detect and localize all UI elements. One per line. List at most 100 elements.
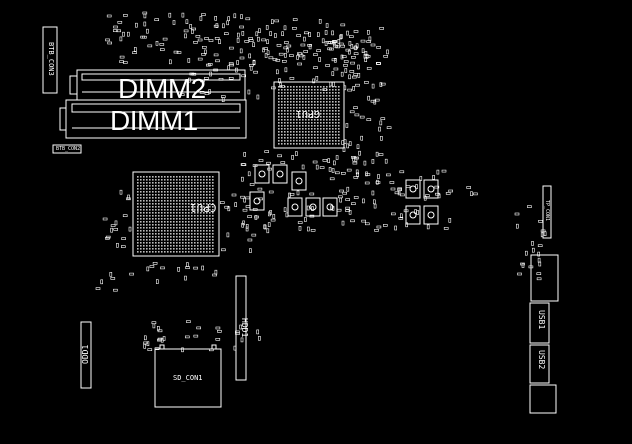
- mosfet-marker: [291, 203, 299, 211]
- bga-ball: [140, 242, 142, 244]
- bga-ball: [191, 197, 193, 199]
- bga-ball: [185, 182, 187, 184]
- bga-ball: [185, 191, 187, 193]
- bga-ball: [179, 215, 181, 217]
- passive-component: [241, 176, 244, 182]
- passive-component: [224, 205, 229, 209]
- bga-ball: [170, 242, 172, 244]
- bga-ball: [206, 206, 208, 208]
- bga-ball: [209, 233, 211, 235]
- bga-ball: [137, 218, 139, 220]
- passive-component: [105, 38, 110, 42]
- bga-ball: [209, 224, 211, 226]
- bga-ball: [188, 209, 190, 211]
- bga-ball: [296, 137, 298, 139]
- bga-ball: [143, 215, 145, 217]
- passive-component: [366, 67, 372, 70]
- bga-ball: [281, 143, 283, 145]
- passive-component: [204, 77, 209, 80]
- bga-ball: [140, 230, 142, 232]
- passive-component: [114, 220, 118, 226]
- bga-ball: [281, 95, 283, 97]
- bga-ball: [200, 227, 202, 229]
- bga-ball: [179, 197, 181, 199]
- bga-ball: [320, 101, 322, 103]
- passive-component: [324, 30, 328, 35]
- bga-ball: [140, 245, 142, 247]
- bga-ball: [335, 137, 337, 139]
- passive-component: [255, 31, 259, 37]
- bga-ball: [152, 212, 154, 214]
- bga-ball: [323, 98, 325, 100]
- passive-component: [201, 13, 206, 16]
- bga-ball: [212, 206, 214, 208]
- bga-ball: [293, 95, 295, 97]
- bga-ball: [296, 89, 298, 91]
- passive-component: [321, 38, 325, 44]
- bga-ball: [161, 230, 163, 232]
- bga-ball: [209, 182, 211, 184]
- passive-component: [374, 229, 379, 232]
- bga-ball: [278, 140, 280, 142]
- bga-ball: [203, 176, 205, 178]
- passive-component: [386, 49, 389, 55]
- passive-component: [252, 42, 255, 48]
- bga-ball: [188, 236, 190, 238]
- bga-ball: [164, 245, 166, 247]
- bga-ball: [206, 239, 208, 241]
- passive-component: [95, 287, 101, 290]
- bga-ball: [197, 203, 199, 205]
- bga-ball: [332, 104, 334, 106]
- bga-ball: [320, 107, 322, 109]
- bga-ball: [296, 128, 298, 130]
- bga-ball: [305, 137, 307, 139]
- bga-ball: [293, 134, 295, 136]
- bga-ball: [296, 113, 298, 115]
- bga-ball: [173, 230, 175, 232]
- bga-ball: [299, 137, 301, 139]
- bga-ball: [140, 185, 142, 187]
- passive-component: [185, 335, 190, 339]
- bga-ball: [164, 221, 166, 223]
- passive-component: [193, 334, 199, 338]
- passive-component: [122, 214, 128, 217]
- bga-ball: [338, 104, 340, 106]
- bga-ball: [287, 137, 289, 139]
- passive-component: [266, 50, 270, 56]
- bga-ball: [140, 251, 142, 253]
- bga-ball: [284, 98, 286, 100]
- bga-ball: [305, 110, 307, 112]
- bga-ball: [203, 206, 205, 208]
- passive-component: [366, 118, 372, 121]
- bga-ball: [281, 131, 283, 133]
- bga-ball: [305, 107, 307, 109]
- mosfet-package: [405, 179, 421, 199]
- bga-ball: [287, 110, 289, 112]
- passive-component: [147, 44, 153, 48]
- bga-ball: [173, 185, 175, 187]
- bga-ball: [332, 86, 334, 88]
- mosfet-package: [291, 171, 307, 191]
- bga-ball: [293, 101, 295, 103]
- bga-ball: [320, 110, 322, 112]
- bga-ball: [176, 239, 178, 241]
- passive-component: [242, 208, 248, 212]
- bga-ball: [191, 230, 193, 232]
- passive-component: [121, 237, 126, 240]
- passive-component: [537, 257, 541, 263]
- passive-component: [349, 110, 355, 114]
- bga-ball: [152, 224, 154, 226]
- bga-ball: [305, 134, 307, 136]
- bga-ball: [326, 143, 328, 145]
- passive-component: [221, 95, 226, 98]
- bga-ball: [149, 227, 151, 229]
- bga-ball: [140, 233, 142, 235]
- bga-ball: [335, 110, 337, 112]
- bga-ball: [287, 143, 289, 145]
- bga-ball: [323, 140, 325, 142]
- passive-component: [228, 62, 234, 65]
- bga-ball: [311, 131, 313, 133]
- bga-ball: [206, 248, 208, 250]
- bga-ball: [287, 104, 289, 106]
- bga-ball: [188, 206, 190, 208]
